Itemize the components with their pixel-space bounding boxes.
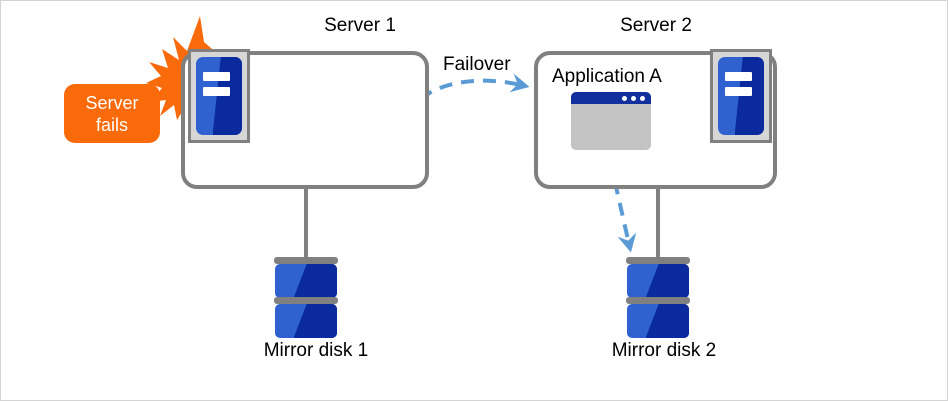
server2-title: Server 2: [620, 15, 692, 36]
app-window-dot-1: [622, 95, 627, 101]
disk-platter-2: [627, 304, 689, 338]
disk-platter-shade: [293, 264, 337, 298]
disk-platter-1: [275, 264, 337, 298]
mirror-write-arrow: [608, 159, 637, 253]
app-window-icon: [571, 92, 651, 150]
application-a-label: Application A: [552, 66, 662, 87]
server-fails-line1: Server: [85, 92, 139, 113]
server-icon-bay-2: [203, 86, 231, 96]
app-window-titlebar: [571, 92, 651, 104]
server-icon-bay-2: [725, 86, 753, 96]
disk-bar-top: [274, 257, 338, 264]
disk-bar-middle: [626, 297, 690, 304]
server1-title: Server 1: [324, 15, 396, 36]
server-icon-shade: [212, 57, 242, 135]
app-window-dot-3: [640, 95, 645, 101]
disk-platter-shade: [645, 264, 689, 298]
app-window-dot-2: [631, 95, 636, 101]
server-fails-callout: Server fails: [64, 84, 160, 143]
server1-machine-icon: [188, 49, 250, 143]
disk-platter-shade: [293, 304, 337, 338]
mirror-disk-2-icon: [626, 257, 690, 339]
disk-platter-shade: [645, 304, 689, 338]
disk-bar-top: [626, 257, 690, 264]
server-icon-shade: [734, 57, 764, 135]
disk-platter-1: [627, 264, 689, 298]
server-icon-body: [718, 57, 764, 135]
disk-platter-2: [275, 304, 337, 338]
failover-label: Failover: [443, 54, 511, 75]
server2-machine-icon: [710, 49, 772, 143]
server-icon-bay-1: [203, 71, 231, 82]
server-icon-body: [196, 57, 242, 135]
mirror-disk-2-label: Mirror disk 2: [611, 340, 717, 361]
disk-bar-middle: [274, 297, 338, 304]
server-fails-line2: fails: [95, 114, 128, 135]
mirror-disk-1-icon: [274, 257, 338, 339]
mirror-disk-1-label: Mirror disk 1: [263, 340, 369, 361]
server-icon-bay-1: [725, 71, 753, 82]
